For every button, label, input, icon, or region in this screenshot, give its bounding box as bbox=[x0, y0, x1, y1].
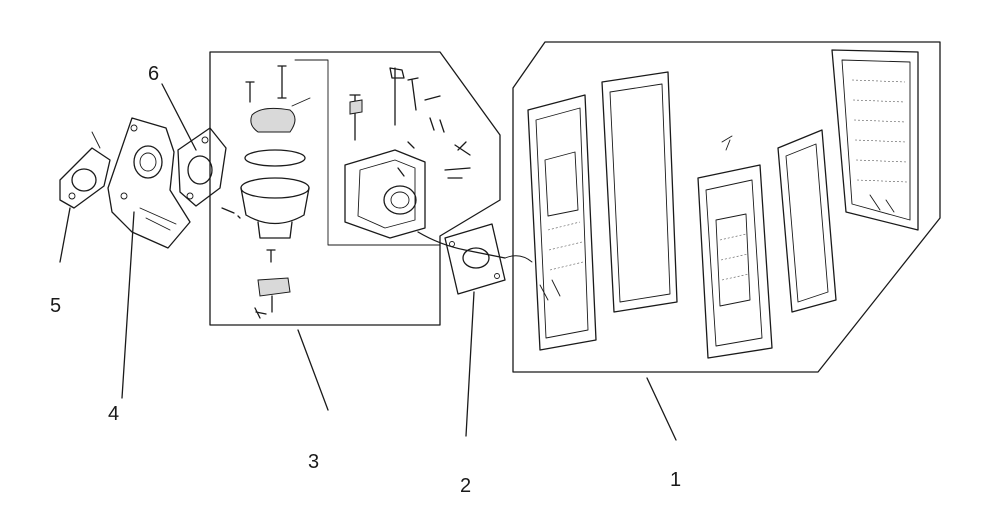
callout-4: 4 bbox=[108, 403, 119, 425]
air-filter-element bbox=[777, 129, 837, 313]
callout-5: 5 bbox=[50, 295, 61, 317]
callout-1: 1 bbox=[670, 469, 681, 491]
air-filter-middle-housing bbox=[697, 135, 773, 359]
callout-3: 3 bbox=[308, 451, 319, 473]
carburetor-assembly bbox=[209, 51, 506, 326]
callout-2: 2 bbox=[460, 475, 471, 497]
carburetor-top-parts bbox=[245, 65, 311, 133]
carburetor-drain-parts bbox=[254, 249, 291, 319]
leader-lines bbox=[59, 83, 677, 441]
leader-3 bbox=[297, 329, 329, 411]
air-filter-group-box bbox=[512, 41, 941, 373]
leader-2 bbox=[465, 291, 475, 437]
gasket-5 bbox=[59, 131, 111, 209]
air-filter-outer-cover bbox=[831, 49, 919, 231]
air-filter-frame-gasket bbox=[601, 71, 678, 313]
carburetor-bowl-screw bbox=[221, 207, 241, 219]
leader-1 bbox=[646, 377, 677, 441]
leader-4 bbox=[121, 211, 135, 399]
leader-5 bbox=[59, 207, 71, 263]
gasket-6 bbox=[177, 127, 227, 207]
callout-6: 6 bbox=[148, 63, 159, 85]
carburetor-float-bowl bbox=[240, 177, 310, 239]
carburetor-group-box bbox=[209, 51, 501, 326]
carburetor-o-ring bbox=[244, 149, 306, 167]
leader-6 bbox=[161, 83, 197, 151]
spacer-bracket-4 bbox=[107, 117, 191, 249]
air-filter-assembly bbox=[512, 41, 941, 373]
carburetor-body-subbox bbox=[294, 59, 441, 246]
carburetor-body bbox=[344, 67, 506, 259]
intake-gasket-2 bbox=[444, 223, 533, 295]
callout-numbers: 1 2 3 4 5 6 bbox=[50, 63, 681, 497]
air-filter-base-housing bbox=[527, 94, 597, 351]
